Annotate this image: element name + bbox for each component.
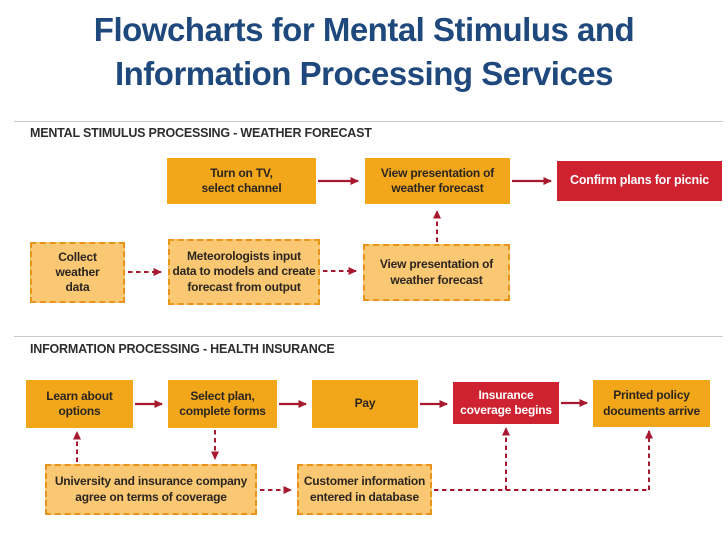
node-insurance-coverage-begins: Insurance coverage begins xyxy=(453,382,559,424)
page-title-line-1: Flowcharts for Mental Stimulus and xyxy=(93,11,635,48)
flowchart1-heading: MENTAL STIMULUS PROCESSING - WEATHER FOR… xyxy=(30,126,372,140)
node-view-presentation-backstage: View presentation of weather forecast xyxy=(363,244,510,301)
node-collect-weather-data: Collect weather data xyxy=(30,242,125,303)
node-pay: Pay xyxy=(312,380,418,428)
node-turn-on-tv: Turn on TV, select channel xyxy=(167,158,316,204)
node-university-agree: University and insurance company agree o… xyxy=(45,464,257,515)
page-title-line-2: Information Processing Services xyxy=(114,54,614,92)
section-divider-top xyxy=(14,121,723,122)
page-title: Flowcharts for Mental Stimulus and Infor… xyxy=(0,8,728,95)
node-select-plan: Select plan, complete forms xyxy=(168,380,277,428)
node-meteorologists-input: Meteorologists input data to models and … xyxy=(168,239,320,305)
flowchart2-heading: INFORMATION PROCESSING - HEALTH INSURANC… xyxy=(30,342,335,356)
section-divider-middle xyxy=(14,336,723,337)
node-view-presentation-frontstage: View presentation of weather forecast xyxy=(365,158,510,204)
node-customer-database: Customer information entered in database xyxy=(297,464,432,515)
node-printed-policy: Printed policy documents arrive xyxy=(593,380,710,427)
node-confirm-plans-picnic: Confirm plans for picnic xyxy=(557,161,722,201)
node-learn-about-options: Learn about options xyxy=(26,380,133,428)
